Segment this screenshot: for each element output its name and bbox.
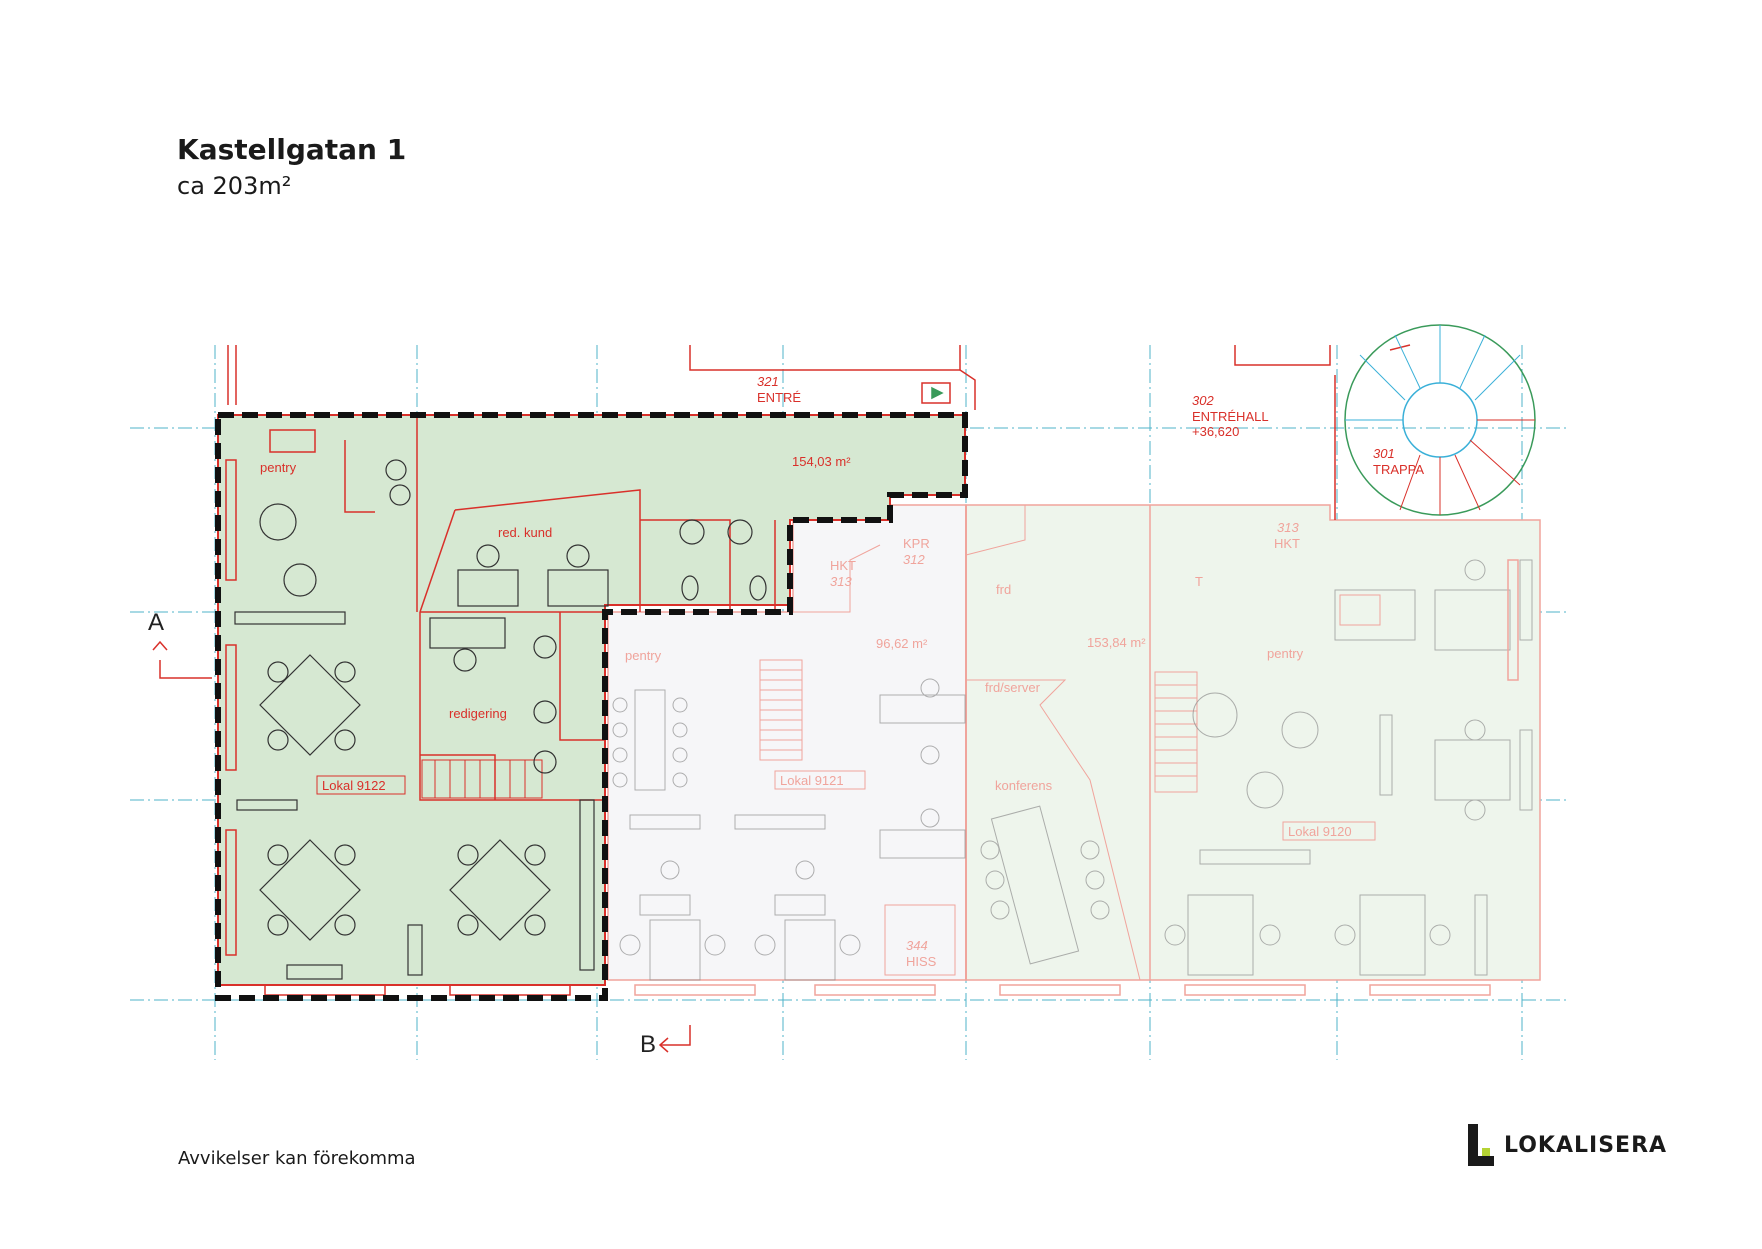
svg-text:154,03 m²: 154,03 m² <box>792 454 851 469</box>
lease-boundary <box>215 412 968 1001</box>
svg-text:frd/server: frd/server <box>985 680 1041 695</box>
svg-text:344: 344 <box>906 938 928 953</box>
svg-text:pentry: pentry <box>260 460 297 475</box>
svg-text:pentry: pentry <box>625 648 662 663</box>
svg-text:ENTRÉHALL: ENTRÉHALL <box>1192 409 1269 424</box>
svg-text:96,62 m²: 96,62 m² <box>876 636 928 651</box>
svg-text:313: 313 <box>1277 520 1299 535</box>
svg-text:+36,620: +36,620 <box>1192 424 1239 439</box>
svg-text:KPR: KPR <box>903 536 930 551</box>
svg-text:A: A <box>148 609 164 636</box>
svg-text:Lokal 9121: Lokal 9121 <box>780 773 844 788</box>
svg-text:312: 312 <box>903 552 925 567</box>
svg-text:pentry: pentry <box>1267 646 1304 661</box>
svg-text:302: 302 <box>1192 393 1214 408</box>
svg-text:313: 313 <box>830 574 852 589</box>
svg-text:ENTRÉ: ENTRÉ <box>757 390 801 405</box>
svg-text:301: 301 <box>1373 446 1395 461</box>
lokal-9121-9120-area <box>607 504 1541 981</box>
svg-text:T: T <box>1195 574 1203 589</box>
facade-windows <box>225 459 1519 996</box>
svg-text:redigering: redigering <box>449 706 507 721</box>
lokal-9122-area <box>217 414 966 986</box>
brand-name: LOKALISERA <box>1504 1132 1668 1158</box>
svg-text:TRAPPA: TRAPPA <box>1373 462 1424 477</box>
logo-mark-icon <box>1468 1124 1494 1166</box>
svg-text:153,84 m²: 153,84 m² <box>1087 635 1146 650</box>
svg-text:konferens: konferens <box>995 778 1053 793</box>
entrance-walls <box>227 344 1411 520</box>
disclaimer-text: Avvikelser kan förekomma <box>178 1148 416 1169</box>
svg-text:B: B <box>640 1031 656 1058</box>
section-marker-a: A <box>148 609 212 679</box>
svg-text:321: 321 <box>757 374 779 389</box>
svg-text:Lokal 9120: Lokal 9120 <box>1288 824 1352 839</box>
lokalisera-logo: LOKALISERA <box>1468 1124 1667 1166</box>
svg-text:HKT: HKT <box>1274 536 1300 551</box>
svg-text:HKT: HKT <box>830 558 856 573</box>
svg-text:HISS: HISS <box>906 954 937 969</box>
room-labels: 321 ENTRÉ 302 ENTRÉHALL +36,620 301 TRAP… <box>260 374 1424 969</box>
section-marker-b: B <box>640 1025 691 1058</box>
svg-text:Lokal 9122: Lokal 9122 <box>322 778 386 793</box>
spiral-staircase <box>1344 324 1536 516</box>
svg-text:red. kund: red. kund <box>498 525 552 540</box>
page-title: Kastellgatan 1 <box>177 133 407 166</box>
area-subtitle: ca 203m² <box>177 172 292 200</box>
svg-text:frd: frd <box>996 582 1011 597</box>
